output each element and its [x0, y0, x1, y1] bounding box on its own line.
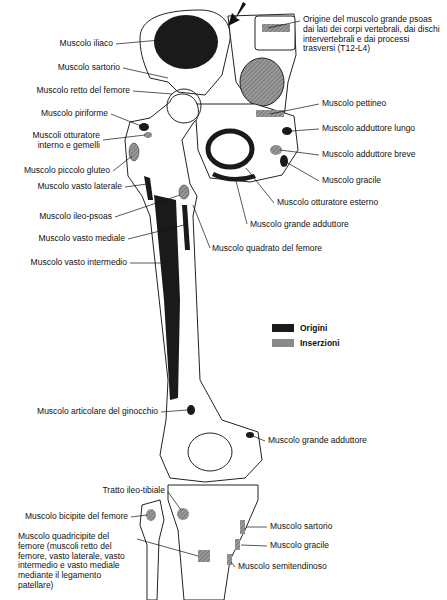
- pectineus-origin: [256, 110, 284, 117]
- vastus-intermedius-origin: [154, 195, 180, 400]
- legend-swatch: [272, 339, 294, 347]
- muscle-label: Muscolo articolare del ginocchio: [37, 407, 158, 417]
- muscle-label: Muscolo vasto intermedio: [31, 258, 127, 268]
- acetabulum-rim: [167, 89, 201, 123]
- obturator-insertion: [144, 132, 152, 138]
- muscle-label: Muscolo vasto mediale: [39, 234, 125, 244]
- legend-text: Origini: [300, 323, 327, 333]
- articularis-genus-origin: [187, 405, 195, 415]
- muscle-label: Muscolo iliaco: [60, 39, 113, 49]
- leader-line: [168, 492, 181, 510]
- muscle-label: Muscolo gracile: [322, 176, 381, 186]
- femur-bone: [125, 94, 262, 482]
- leader-line: [291, 129, 319, 131]
- ilium-bone: [140, 10, 230, 95]
- vertebra-body: [255, 16, 295, 50]
- muscle-label: Muscolo retto del femore: [36, 86, 130, 96]
- vastus-medialis-origin: [182, 205, 190, 250]
- pubis-bone: [195, 104, 298, 182]
- muscle-label: Muscolo sartorio: [58, 63, 120, 73]
- gluteus-minimus-insertion: [129, 143, 139, 161]
- legend-row: Inserzioni: [272, 335, 340, 350]
- leader-line: [193, 205, 210, 248]
- piriformis-insertion: [139, 123, 149, 131]
- leader-line: [280, 150, 319, 155]
- sacrum-bone: [228, 14, 296, 118]
- fibula-bone: [140, 500, 164, 600]
- muscle-label: Muscolo vasto laterale: [37, 182, 122, 192]
- muscle-label: Muscolo bicipite del femore: [25, 512, 128, 522]
- leader-line: [133, 91, 172, 94]
- muscle-label: Muscolo adduttore breve: [322, 150, 416, 160]
- leader-line: [270, 104, 319, 114]
- psoas-arrow: [228, 2, 246, 26]
- muscle-label: Origine del muscolo grande psoas dai lat…: [303, 15, 443, 54]
- patella-outline: [188, 433, 232, 471]
- leader-line: [103, 135, 145, 140]
- obturator-foramen: [208, 131, 252, 167]
- iliopsoas-insertion: [179, 185, 189, 199]
- muscle-label: Muscolo grande adduttore: [250, 220, 349, 230]
- iliotibial-insertion: [177, 508, 189, 520]
- adductor-magnus-origin: [212, 172, 256, 182]
- leader-line: [268, 21, 300, 28]
- leader-line: [115, 195, 180, 217]
- gracilis-insertion: [235, 539, 240, 550]
- muscle-label: Muscolo adduttore lungo: [322, 124, 415, 134]
- leader-line: [123, 68, 168, 78]
- muscle-label: Muscolo piccolo gluteo: [24, 166, 110, 176]
- adductor-longus-origin: [282, 127, 292, 135]
- leader-line: [113, 156, 132, 171]
- leader-line: [116, 40, 160, 44]
- muscle-label: Muscolo ileo-psoas: [39, 212, 112, 222]
- leader-line: [286, 162, 319, 181]
- leader-line: [128, 225, 184, 239]
- leader-line: [246, 168, 274, 203]
- leader-line: [161, 410, 187, 412]
- leader-line: [253, 436, 265, 441]
- leader-line: [130, 263, 162, 264]
- adductor-magnus-insertion: [246, 432, 254, 438]
- psoas-origin-process: [262, 24, 290, 32]
- biceps-insertion: [146, 509, 156, 521]
- muscle-label: Muscolo gracile: [270, 541, 329, 551]
- iliacus-origin: [154, 15, 218, 69]
- muscle-label: Tratto ileo-tibiale: [102, 486, 165, 496]
- muscle-label: Muscolo sartorio: [270, 522, 332, 532]
- leader-line: [231, 562, 235, 567]
- sacral-area: [240, 58, 284, 106]
- sartorius-insertion: [240, 520, 245, 534]
- legend-text: Inserzioni: [300, 338, 340, 348]
- leader-line: [241, 545, 267, 546]
- muscle-label: Muscolo grande adduttore: [268, 436, 367, 446]
- tibia-bone: [168, 485, 258, 600]
- muscle-label: Muscolo quadrato del femore: [212, 244, 322, 254]
- leader-line: [111, 114, 141, 126]
- leader-line: [236, 181, 247, 224]
- muscle-label: Muscolo quadricipite del femore (muscoli…: [18, 532, 134, 591]
- muscle-label: Muscoli otturatore interno e gemelli: [20, 131, 100, 151]
- semitendinosus-insertion: [227, 554, 232, 565]
- muscle-label: Muscolo piriforme: [41, 109, 108, 119]
- legend-swatch: [272, 324, 294, 332]
- legend-row: Origini: [272, 320, 340, 335]
- gracilis-origin: [280, 155, 288, 167]
- leader-line: [137, 539, 198, 556]
- vastus-lateralis-origin: [144, 176, 153, 200]
- leader-line: [131, 515, 147, 517]
- leader-line: [125, 184, 147, 187]
- patellar-ligament-insertion: [198, 550, 210, 562]
- muscle-label: Muscolo semitendinoso: [238, 562, 327, 572]
- legend: OriginiInserzioni: [272, 320, 340, 350]
- muscle-label: Muscolo pettineo: [322, 99, 386, 109]
- leader-line: [246, 527, 267, 528]
- muscle-label: Muscolo otturatore esterno: [277, 198, 378, 208]
